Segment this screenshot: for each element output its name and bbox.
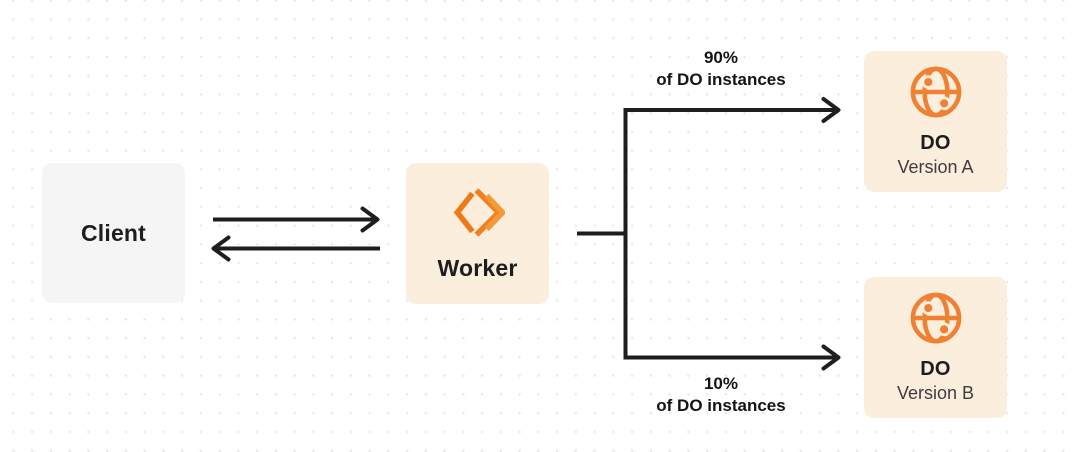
- worker-label: Worker: [437, 255, 518, 281]
- globe-icon: [910, 292, 961, 344]
- do-b-subtitle: Version B: [896, 383, 975, 403]
- node-worker: Worker: [406, 163, 549, 304]
- route-a-label: 90% of DO instances: [656, 47, 785, 91]
- route-a-percent: 90%: [703, 48, 739, 67]
- globe-icon: [910, 66, 961, 118]
- client-to-worker-arrow: [213, 206, 380, 233]
- worker-branch-lines: [577, 97, 841, 371]
- node-do-version-a: DO Version A: [864, 51, 1007, 192]
- route-b-percent: 10%: [703, 374, 739, 393]
- node-client: Client: [42, 163, 185, 303]
- route-b-label: 10% of DO instances: [656, 373, 785, 417]
- worker-to-client-arrow: [211, 235, 380, 262]
- node-do-version-b: DO Version B: [864, 277, 1007, 418]
- route-b-arrowhead: [821, 344, 841, 371]
- cloudflare-workers-logo-icon: [453, 188, 505, 237]
- client-label: Client: [80, 219, 147, 246]
- route-a-arrowhead: [821, 97, 841, 123]
- do-b-title: DO: [920, 358, 951, 380]
- do-a-subtitle: Version A: [897, 157, 974, 177]
- route-a-caption: of DO instances: [656, 69, 786, 89]
- route-b-caption: of DO instances: [656, 395, 786, 415]
- do-a-title: DO: [920, 132, 951, 154]
